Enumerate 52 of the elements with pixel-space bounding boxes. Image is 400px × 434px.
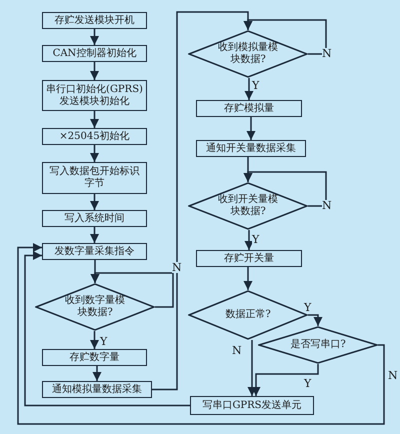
arrow [17, 243, 385, 425]
decision-diamond [188, 30, 308, 78]
process-box: 串行口初始化(GPRS) 发送模块初始化 [42, 80, 147, 111]
arrow [90, 29, 99, 45]
edge-label: Y [304, 378, 312, 389]
edge-label: N [388, 370, 398, 381]
process-box: 通知开关量数据采集 [196, 140, 306, 157]
arrow [244, 171, 327, 207]
edge-label: N [322, 48, 332, 59]
decision-diamond [188, 182, 308, 230]
edge-label: N [322, 200, 332, 211]
arrow [90, 111, 99, 128]
process-box: 存贮模拟量 [196, 100, 302, 117]
arrow [90, 194, 99, 210]
arrow [246, 117, 256, 140]
process-box: 写入系统时间 [42, 210, 147, 227]
decision-text: 收到模拟量模块数据? [217, 42, 279, 66]
arrow [90, 227, 99, 243]
process-box: 写入数据包开始标识字节 [42, 162, 147, 194]
edge-label: Y [252, 80, 260, 91]
process-box: CAN控制器初始化 [42, 45, 147, 62]
arrow [90, 272, 174, 308]
decision-text: 收到开关量模块数据? [217, 194, 279, 218]
process-box: 存贮开关量 [196, 250, 302, 267]
arrow [24, 251, 190, 406]
arrow [248, 340, 256, 396]
decision-diamond [35, 283, 155, 331]
decision-text: 收到数字量模块数据? [64, 295, 126, 319]
process-box: 通知模拟量数据采集 [42, 381, 152, 398]
edge-label: N [172, 262, 182, 273]
process-box: ×25045初始化 [42, 128, 147, 145]
arrow [90, 331, 99, 349]
decision-text: 数据正常? [224, 309, 272, 321]
decision-text: 是否写串口? [289, 339, 347, 351]
edge-label: N [232, 345, 242, 356]
arrow [244, 230, 254, 250]
process-box: 存贮数字量 [42, 349, 147, 366]
arrow [252, 364, 319, 396]
edge-label: Y [100, 336, 108, 347]
edge-label: Y [304, 302, 312, 313]
process-box: 写串口GPRS发送单元 [190, 396, 314, 415]
process-box: 存贮发送模块开机 [42, 12, 147, 29]
arrow [308, 314, 322, 326]
edge-label: Y [252, 234, 260, 245]
arrow [244, 267, 252, 290]
arrow [92, 366, 102, 381]
arrow [90, 62, 99, 80]
arrow [90, 145, 99, 162]
process-box: 发数字量采集指令 [42, 243, 147, 260]
arrow [244, 78, 254, 100]
arrow [244, 19, 327, 55]
decision-diamond [258, 326, 378, 364]
